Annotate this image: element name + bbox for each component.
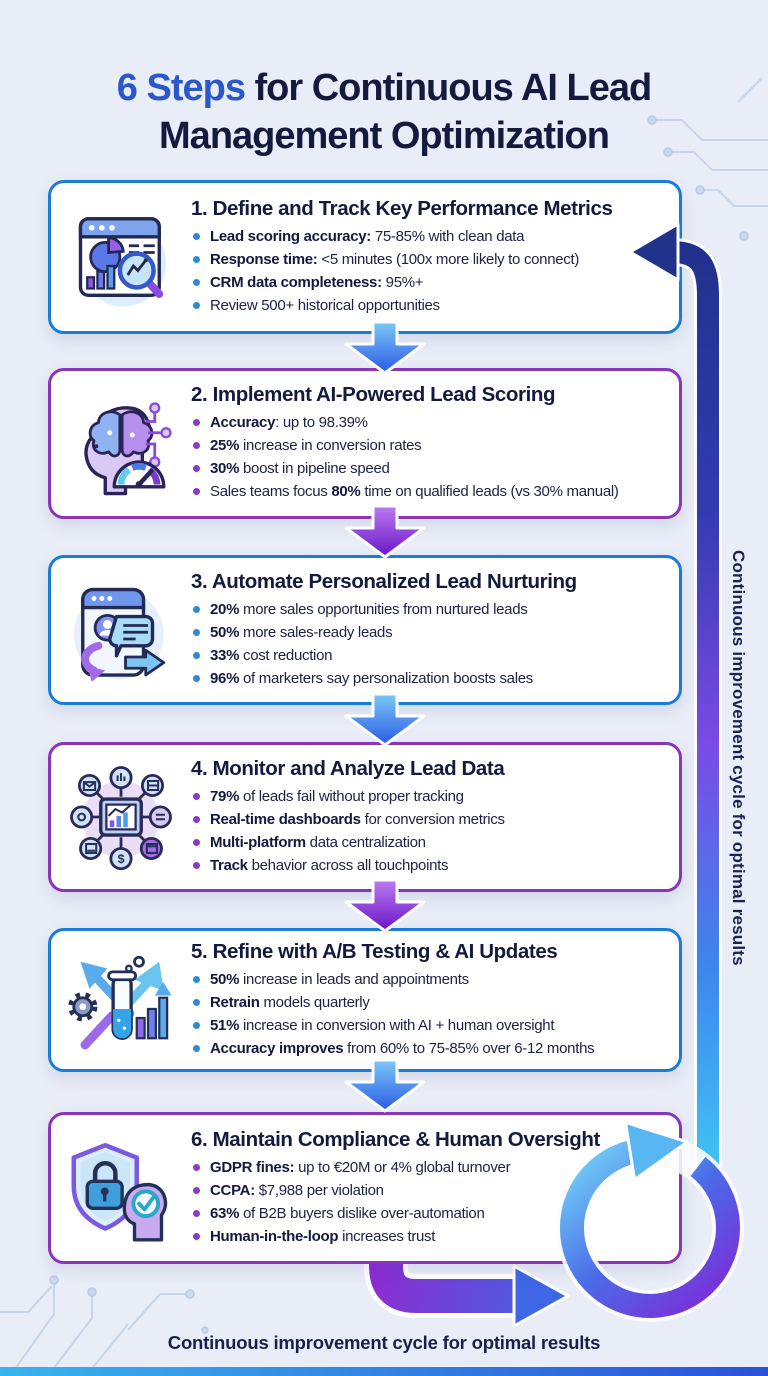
bullet-list: Accuracy: up to 98.39% 25% increase in c… [191,412,665,502]
step-card-6: 6. Maintain Compliance & Human Oversight… [48,1112,682,1264]
step-title: 4. Monitor and Analyze Lead Data [191,756,505,780]
title-line2: Management Optimization [159,115,610,158]
bullet-dot [193,628,200,636]
bullet-text: 79% of leads fail without proper trackin… [210,787,464,805]
bullet-dot [193,1232,200,1240]
step-title: 5. Refine with A/B Testing & AI Updates [191,939,558,963]
bullet-text: Track behavior across all touchpoints [210,856,449,874]
lead-nurturing-icon [51,576,191,684]
step-card-2: 2. Implement AI-Powered Lead Scoring Acc… [48,368,682,519]
ab-testing-icon [51,946,191,1054]
bullet-dot [193,255,200,263]
bullet-text: Real-time dashboards for conversion metr… [210,810,505,828]
bullet-dot [193,651,200,659]
title-line1-rest: for Continuous AI Lead [244,67,653,110]
bullet-text: 50% more sales-ready leads [210,623,393,641]
dashboard-analytics-icon [51,203,191,311]
bullet-text: GDPR fines: up to €20M or 4% global turn… [210,1158,511,1176]
ai-brain-icon [51,390,191,498]
svg-text:$: $ [118,852,125,866]
bullet-dot [193,674,200,682]
bottom-cycle-label: Continuous improvement cycle for optimal… [167,1332,601,1353]
bullet-dot [193,975,200,983]
step-title: 1. Define and Track Key Performance Metr… [191,196,613,220]
bullet-text: CRM data completeness: 95%+ [210,273,424,291]
title-highlight: 6 Steps [116,67,246,110]
bullet-dot [193,1021,200,1029]
bullet-dot [193,1044,200,1052]
bullet-list: 20% more sales opportunities from nurtur… [191,599,665,689]
bullet-dot [193,861,200,869]
bullet-dot [193,838,200,846]
bullet-text: 33% cost reduction [210,646,333,664]
side-cycle-label: Continuous improvement cycle for optimal… [729,550,748,966]
step-card-4: $ 4. Monitor and Analyze Lead Data 79% o… [48,742,682,892]
bullet-dot [193,1209,200,1217]
step-card-1: 1. Define and Track Key Performance Metr… [48,180,682,334]
bullet-text: Review 500+ historical opportunities [210,296,440,314]
bullet-dot [193,278,200,286]
bullet-text: 25% increase in conversion rates [210,437,422,454]
bullet-list: 79% of leads fail without proper trackin… [191,786,665,876]
step-card-3: 3. Automate Personalized Lead Nurturing … [48,555,682,705]
bullet-dot [193,419,200,426]
bullet-text: Lead scoring accuracy: 75-85% with clean… [210,227,525,245]
bullet-text: Accuracy improves from 60% to 75-85% ove… [210,1039,595,1057]
bullet-text: 30% boost in pipeline speed [210,460,390,477]
bullet-dot [193,605,200,613]
bullet-text: Human-in-the-loop increases trust [210,1227,436,1245]
bullet-text: Response time: <5 minutes (100x more lik… [210,250,580,268]
step-title: 3. Automate Personalized Lead Nurturing [191,569,577,593]
bullet-text: Sales teams focus 80% time on qualified … [210,483,619,500]
bullet-text: 51% increase in conversion with AI + hum… [210,1016,555,1034]
step-title: 2. Implement AI-Powered Lead Scoring [191,383,556,406]
bullet-dot [193,998,200,1006]
bullet-list: GDPR fines: up to €20M or 4% global turn… [191,1157,665,1247]
bullet-dot [193,465,200,472]
bullet-text: 63% of B2B buyers dislike over-automatio… [210,1204,485,1222]
bullet-text: Multi-platform data centralization [210,833,426,851]
bullet-dot [193,488,200,495]
bullet-dot [193,1163,200,1171]
bullet-text: Accuracy: up to 98.39% [210,414,368,431]
bullet-dot [193,232,200,240]
bullet-dot [193,1186,200,1194]
bullet-text: 50% increase in leads and appointments [210,970,469,988]
bullet-text: CCPA: $7,988 per violation [210,1181,384,1199]
bottom-gradient-strip [0,1367,768,1376]
bullet-text: Retrain models quarterly [210,993,370,1011]
bullet-list: Lead scoring accuracy: 75-85% with clean… [191,226,665,316]
compliance-shield-icon [51,1134,191,1242]
bullet-text: 20% more sales opportunities from nurtur… [210,600,528,618]
bullet-list: 50% increase in leads and appointments R… [191,969,665,1059]
bullet-text: 96% of marketers say personalization boo… [210,669,533,687]
bullet-dot [193,815,200,823]
bullet-dot [193,301,200,309]
page-title: 6 Steps for Continuous AI Lead Managemen… [30,65,738,161]
step-card-5: 5. Refine with A/B Testing & AI Updates … [48,928,682,1072]
data-network-icon: $ [51,763,191,871]
step-title: 6. Maintain Compliance & Human Oversight [191,1127,600,1151]
bullet-dot [193,442,200,449]
bullet-dot [193,792,200,800]
